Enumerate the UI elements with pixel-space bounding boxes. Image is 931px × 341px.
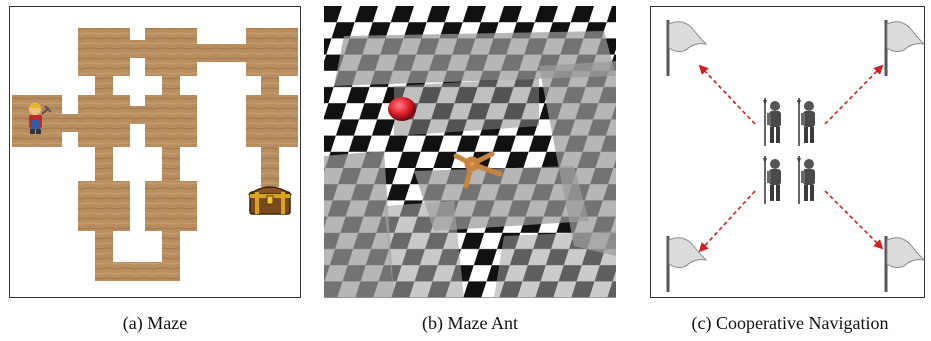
miner-character-icon xyxy=(28,103,52,134)
movement-arrows xyxy=(698,64,884,253)
knight-icon xyxy=(762,156,782,205)
cooperative-navigation-panel xyxy=(650,6,925,298)
cooperative-navigation-image xyxy=(650,6,925,298)
maze-ant-image xyxy=(324,6,616,298)
caption-maze-ant: (b) Maze Ant xyxy=(422,313,518,333)
maze-corridors xyxy=(12,28,298,281)
knight-icon xyxy=(796,98,816,147)
caption-maze: (a) Maze xyxy=(122,313,188,333)
red-ball-icon xyxy=(388,97,416,121)
maze-panel xyxy=(9,6,301,298)
caption-cooperative-navigation: (c) Cooperative Navigation xyxy=(691,313,889,333)
maze-image xyxy=(9,6,301,298)
maze-ant-panel xyxy=(324,6,616,298)
knight-icon xyxy=(762,98,782,147)
maze-walls xyxy=(324,31,616,298)
knight-icon xyxy=(796,156,816,205)
treasure-chest-icon xyxy=(247,186,293,215)
ant-robot-icon xyxy=(453,151,503,189)
arrow-top-left xyxy=(698,64,756,125)
